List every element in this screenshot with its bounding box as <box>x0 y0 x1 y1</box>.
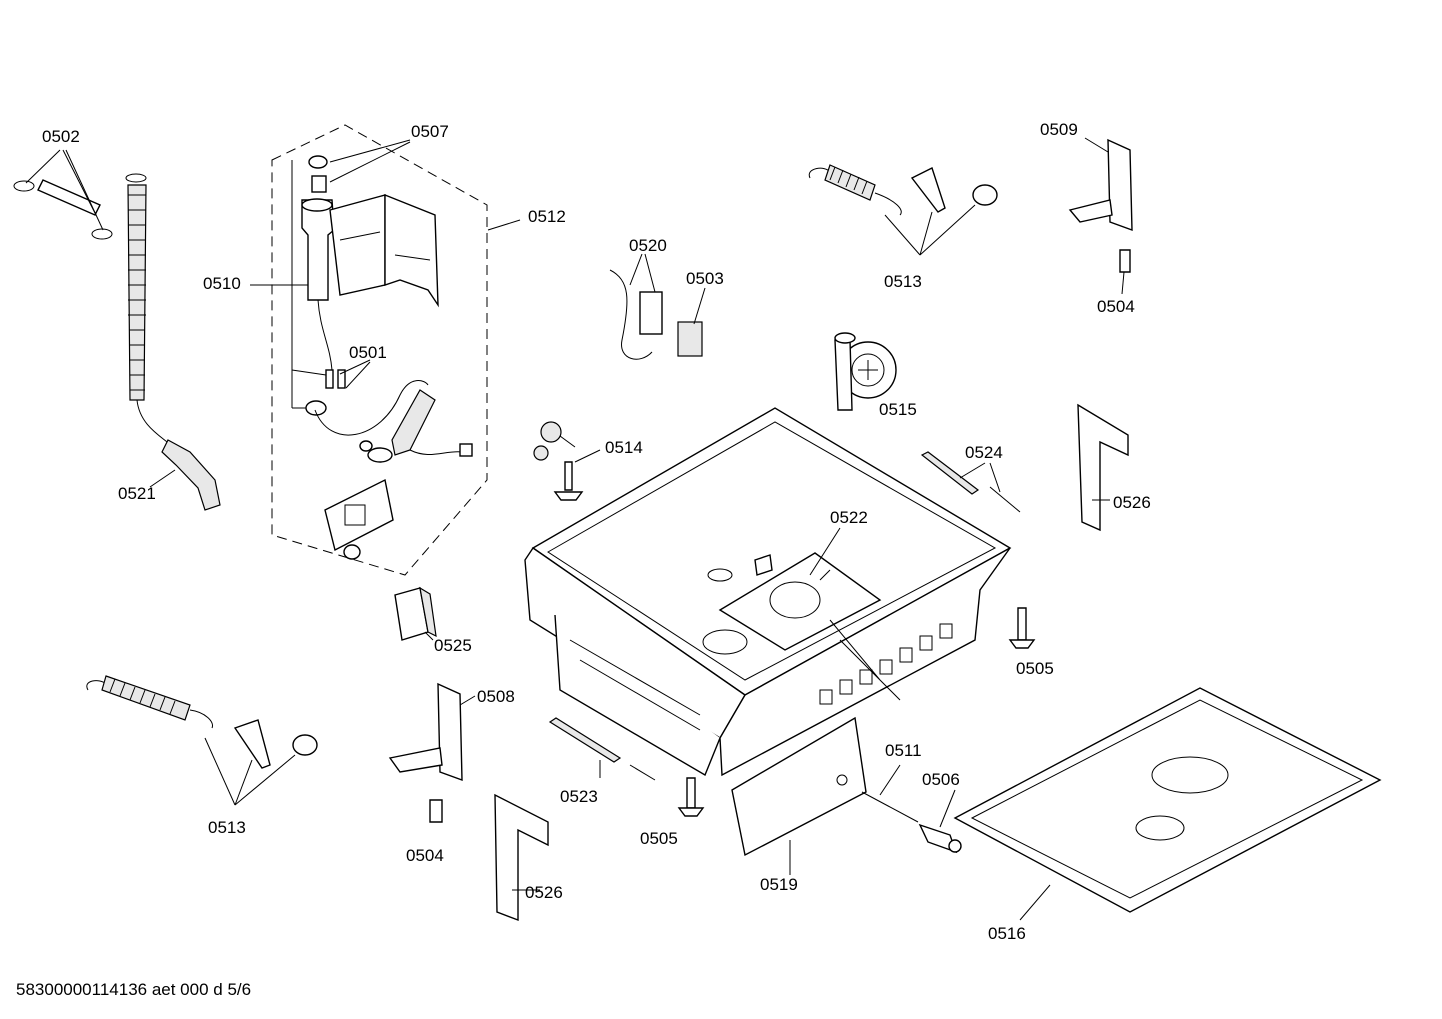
inlet-valve-assembly <box>250 139 439 416</box>
label-0507: 0507 <box>411 122 449 141</box>
foot-screw-right <box>1008 607 1036 649</box>
label-0513-bottom: 0513 <box>208 818 246 837</box>
side-panel-right <box>1077 403 1129 532</box>
label-0519: 0519 <box>760 875 798 894</box>
label-0502: 0502 <box>42 127 80 146</box>
kick-panel <box>731 716 919 875</box>
slide-rail-left <box>548 717 656 781</box>
label-0506: 0506 <box>922 770 960 789</box>
foot-screw-bottom <box>677 777 705 817</box>
base-tray <box>953 687 1382 921</box>
cable-harness <box>609 253 706 360</box>
drawing-reference-number: 58300000114136 aet 000 d 5/6 <box>16 980 252 999</box>
gear-and-screw <box>533 421 601 501</box>
label-0510: 0510 <box>203 274 241 293</box>
label-0505-right: 0505 <box>1016 659 1054 678</box>
label-0509: 0509 <box>1040 120 1078 139</box>
label-0501: 0501 <box>349 343 387 362</box>
label-0515: 0515 <box>879 400 917 419</box>
label-0520: 0520 <box>629 236 667 255</box>
label-0504-bottom: 0504 <box>406 846 444 865</box>
label-0505-bottom: 0505 <box>640 829 678 848</box>
drain-pump <box>834 332 897 411</box>
label-0508: 0508 <box>477 687 515 706</box>
label-0516: 0516 <box>988 924 1026 943</box>
label-0522: 0522 <box>830 508 868 527</box>
module-bracket <box>324 478 394 560</box>
label-0512: 0512 <box>528 207 566 226</box>
label-0523: 0523 <box>560 787 598 806</box>
label-0513-top: 0513 <box>884 272 922 291</box>
spring-hinge-set-top <box>808 164 998 256</box>
relay-box <box>394 586 437 641</box>
label-0521: 0521 <box>118 484 156 503</box>
float-switch <box>918 789 962 854</box>
label-0504-top: 0504 <box>1097 297 1135 316</box>
base-tub <box>524 407 1012 777</box>
hose-clamp-assembly <box>13 149 113 240</box>
label-0503: 0503 <box>686 269 724 288</box>
spring-hinge-set-bottom <box>86 675 318 806</box>
slide-rail-right <box>920 451 1021 513</box>
side-panel-left <box>494 793 549 922</box>
dashed-assembly-outline <box>271 124 521 576</box>
label-0526-right: 0526 <box>1113 493 1151 512</box>
hinge-bracket-bottom <box>388 682 476 823</box>
label-0514: 0514 <box>605 438 643 457</box>
label-0511: 0511 <box>885 741 922 760</box>
drain-hose <box>125 173 221 511</box>
label-0526-bottom: 0526 <box>525 883 563 902</box>
aquastop-hose <box>314 380 473 463</box>
label-0524: 0524 <box>965 443 1003 462</box>
hinge-bracket-top <box>1068 137 1133 295</box>
label-0525: 0525 <box>434 636 472 655</box>
